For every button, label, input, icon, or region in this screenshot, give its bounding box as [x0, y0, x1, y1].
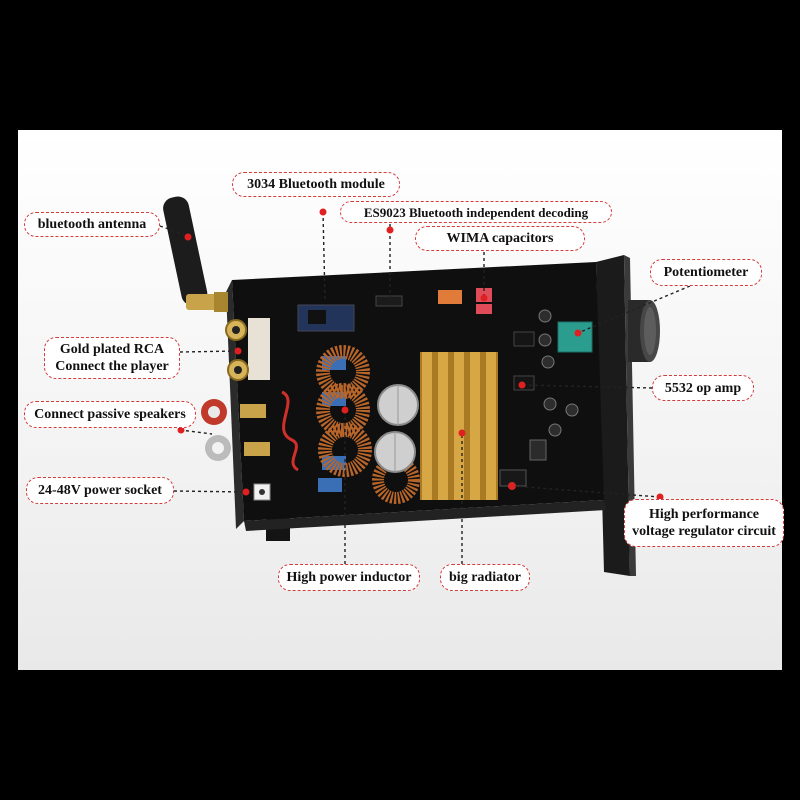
rca-label-line1: Gold plated RCA [59, 342, 165, 357]
volume-knob [628, 300, 660, 362]
bluetooth-module [297, 304, 355, 332]
speakers-label-text: Connect passive speakers [34, 407, 186, 422]
radiator-label-text: big radiator [449, 570, 521, 585]
inductor-label: High power inductor [278, 564, 420, 591]
regulator-label: High performance voltage regulator circu… [624, 499, 784, 547]
bluetooth-module-label: 3034 Bluetooth module [232, 172, 400, 197]
wima-capacitors [438, 288, 492, 314]
rca-label: Gold plated RCA Connect the player [44, 337, 180, 379]
potentiometer-label-text: Potentiometer [663, 265, 749, 280]
antenna-label: bluetooth antenna [24, 212, 160, 237]
bluetooth-module-label-text: 3034 Bluetooth module [247, 177, 385, 192]
heatsink [420, 352, 498, 500]
decoding-label: ES9023 Bluetooth independent decoding [340, 201, 612, 223]
speaker-terminals [201, 390, 299, 472]
potentiometer [557, 321, 593, 353]
rca-label-line2: Connect the player [55, 359, 169, 374]
wima-capacitors-label-text: WIMA capacitors [446, 231, 554, 246]
inductor-label-text: High power inductor [286, 570, 412, 585]
power-socket [253, 483, 271, 501]
bluetooth-antenna [163, 196, 228, 312]
power-socket-label: 24-48V power socket [26, 477, 174, 504]
speakers-label: Connect passive speakers [24, 401, 196, 428]
power-socket-label-text: 24-48V power socket [38, 483, 162, 498]
decoder-chip [375, 295, 403, 307]
decoding-label-text: ES9023 Bluetooth independent decoding [363, 204, 589, 220]
potentiometer-label: Potentiometer [650, 259, 762, 286]
regulator-label-line1: High performance [648, 507, 760, 522]
wima-capacitors-label: WIMA capacitors [415, 226, 585, 251]
callout-lines [159, 211, 691, 564]
electrolytic-capacitors [374, 384, 419, 473]
radiator-label: big radiator [440, 564, 530, 591]
op-amp-label-text: 5532 op amp [664, 380, 742, 396]
rca-jacks [225, 318, 270, 381]
antenna-label-text: bluetooth antenna [37, 217, 147, 232]
op-amp-label: 5532 op amp [652, 375, 754, 401]
regulator-label-line2: voltage regulator circuit [632, 524, 776, 539]
callout-dots [177, 208, 664, 501]
